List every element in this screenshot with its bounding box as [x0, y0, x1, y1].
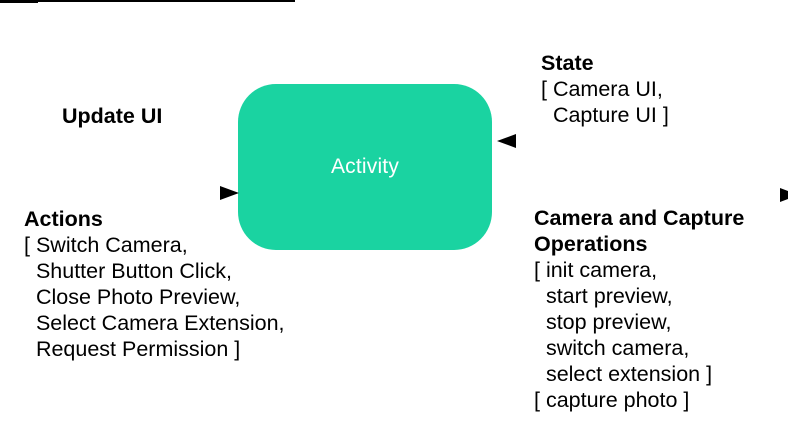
actions-arrowhead-icon — [220, 186, 239, 200]
state-arrowhead-icon — [497, 134, 516, 148]
operations-list-line: switch camera, — [534, 336, 690, 360]
operations-list-line: stop preview, — [534, 310, 672, 334]
operations-label-block: Camera and Capture Operations [ init cam… — [534, 205, 744, 413]
operations-list-line: start preview, — [534, 284, 673, 308]
actions-list-line: Close Photo Preview, — [24, 285, 241, 309]
operations-title-line: Operations — [534, 232, 648, 256]
actions-label-block: Actions [ Switch Camera, Shutter Button … — [24, 206, 285, 362]
actions-list-line: Select Camera Extension, — [24, 311, 285, 335]
update-ui-label: Update UI — [62, 104, 163, 128]
actions-list-line: [ Switch Camera, — [24, 233, 188, 257]
state-label-block: State [ Camera UI, Capture UI ] — [541, 50, 669, 128]
activity-node-label: Activity — [330, 155, 400, 178]
operations-arrowhead-icon — [780, 188, 788, 202]
state-title: State — [541, 51, 594, 75]
state-list-line: [ Camera UI, — [541, 77, 663, 101]
operations-list-line: [ capture photo ] — [534, 388, 690, 412]
operations-list-line: select extension ] — [534, 362, 713, 386]
operations-list-line: [ init camera, — [534, 258, 658, 282]
activity-node: Activity — [238, 84, 492, 250]
state-list-line: Capture UI ] — [541, 103, 669, 127]
actions-title: Actions — [24, 207, 103, 231]
actions-list-line: Shutter Button Click, — [24, 259, 232, 283]
operations-title-line: Camera and Capture — [534, 206, 745, 230]
operations-arrow-line — [0, 0, 295, 2]
actions-list-line: Request Permission ] — [24, 337, 241, 361]
